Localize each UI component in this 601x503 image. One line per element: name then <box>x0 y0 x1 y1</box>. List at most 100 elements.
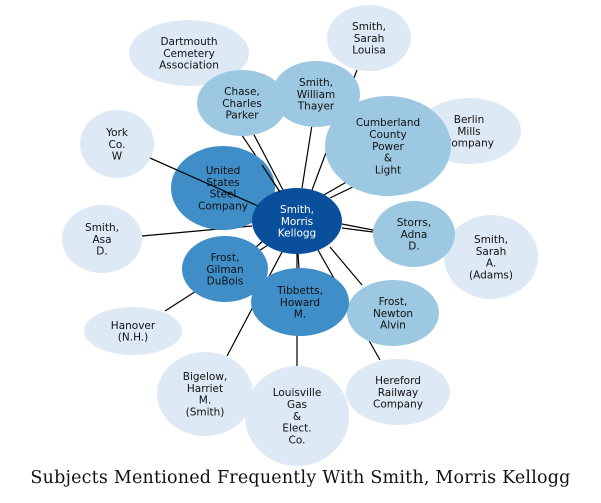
node-ellipse <box>171 146 275 230</box>
node-ellipse <box>346 359 450 425</box>
node-label-line: Steel <box>210 189 237 201</box>
node-label-line: Thayer <box>297 101 335 113</box>
node-label-line: (Adams) <box>469 270 513 282</box>
node-label-line: D. <box>96 246 107 258</box>
node-label-line: Tibbetts, <box>276 285 323 297</box>
node-label-line: United <box>206 165 241 177</box>
edge-chase <box>251 130 284 191</box>
node-label-line: Company <box>373 399 423 411</box>
node-label-line: Association <box>159 60 219 72</box>
node-ellipse <box>272 61 360 127</box>
node-label-line: Mills <box>457 126 480 138</box>
node-label-line: & <box>384 153 392 165</box>
node-label: Hanover(N.H.) <box>111 320 156 344</box>
node-label-line: Bigelow, <box>183 371 228 383</box>
node-ellipse <box>251 268 349 336</box>
node-label-line: M. <box>199 395 211 407</box>
node-label-line: Smith, <box>299 77 333 89</box>
node-ellipse <box>245 366 349 466</box>
node-label-line: Frost, <box>379 296 408 308</box>
node-label-line: Hanover <box>111 320 156 332</box>
node-label-line: Elect. <box>282 423 311 435</box>
node-label-line: Light <box>375 164 401 176</box>
node-label-line: Parker <box>225 110 259 122</box>
node-ellipse <box>347 280 439 346</box>
node-label-line: D. <box>408 241 419 253</box>
node-label-line: Berlin <box>454 114 484 126</box>
node-label-line: Louisville <box>273 387 322 399</box>
node-label-line: W <box>112 151 123 163</box>
edge-smith-william <box>301 124 313 189</box>
node-label-line: A. <box>486 258 496 270</box>
node-ellipse <box>373 201 455 267</box>
node-label-line: Charles <box>222 98 262 110</box>
node-hanover: Hanover(N.H.) <box>84 307 182 355</box>
edge-frost-newton <box>329 246 363 286</box>
node-label-line: Railway <box>378 387 419 399</box>
node-label-line: Smith, <box>352 21 386 33</box>
edge-tibbetts <box>297 253 300 269</box>
node-label-line: M. <box>294 309 306 321</box>
node-ellipse <box>84 307 182 355</box>
node-label-line: Chase, <box>224 86 260 98</box>
node-ellipse <box>197 70 287 136</box>
node-label-line: Adna <box>401 229 428 241</box>
node-label-line: & <box>293 411 301 423</box>
node-label-line: Power <box>372 141 404 153</box>
node-label-line: Asa <box>92 234 111 246</box>
node-label-line: Smith, <box>280 204 314 216</box>
node-label-line: William <box>297 89 335 101</box>
node-label-line: Gilman <box>206 264 243 276</box>
node-label-line: Dartmouth <box>160 36 217 48</box>
node-label-line: Smith, <box>85 222 119 234</box>
node-label-line: Gas <box>287 399 307 411</box>
node-label-line: Cemetery <box>163 48 215 60</box>
node-label-line: DuBois <box>207 276 244 288</box>
node-ellipse <box>157 352 253 436</box>
node-label-line: Sarah <box>476 246 507 258</box>
node-label-line: Cumberland <box>356 117 420 129</box>
node-label-line: County <box>369 129 406 141</box>
node-label-line: Kellogg <box>278 228 316 240</box>
edge-storrs <box>341 227 374 233</box>
node-label-line: Sarah <box>354 33 385 45</box>
edge-overlay-dartmouth <box>261 164 281 193</box>
node-label-line: Louisa <box>352 45 386 57</box>
node-label-line: Newton <box>373 308 413 320</box>
node-ellipse <box>182 236 268 302</box>
node-label-line: Hereford <box>375 375 421 387</box>
node-label-line: Company <box>444 138 494 150</box>
node-ellipse <box>80 110 154 178</box>
edge-overlay-york <box>149 157 259 207</box>
node-ellipse <box>444 215 538 299</box>
